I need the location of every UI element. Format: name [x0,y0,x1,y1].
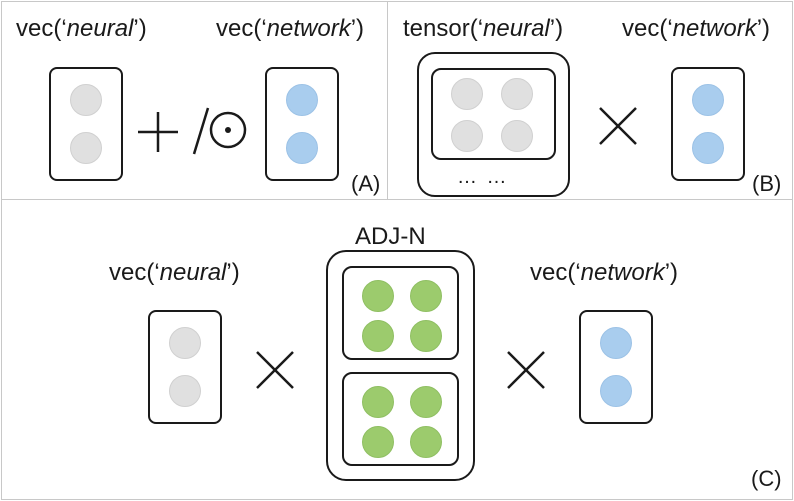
panel-b-tag: (B) [752,171,782,196]
vector-element [692,132,724,164]
panel-a-tag: (A) [351,171,381,196]
panel-c-left-label: vec(‘neural’) [109,259,240,286]
tensor-element [451,78,483,110]
times-operator [599,107,637,145]
tensor-element [362,426,394,458]
panel-b-neural-tensor: … … [417,52,570,197]
vector-element [286,132,318,164]
tensor-slice [342,266,459,360]
panel-b-network-vector [671,67,745,181]
panel-a-left-label: vec(‘neural’) [16,15,147,42]
vector-element [286,84,318,116]
adj-n-tensor [326,250,475,481]
tensor-element [362,280,394,312]
panel-a-neural-vector [49,67,123,181]
panel-b-right-label: vec(‘network’) [622,15,771,42]
vector-element [70,84,102,116]
times-operator [256,351,294,389]
tensor-slice [431,68,556,160]
tensor-element [451,120,483,152]
tensor-element [410,280,442,312]
tensor-element [410,320,442,352]
tensor-slice [342,372,459,466]
times-operator [507,351,545,389]
tensor-element [362,386,394,418]
vector-element [169,327,201,359]
panel-c-neural-vector [148,310,222,424]
panel-c-right-label: vec(‘network’) [530,259,679,286]
panel-a-right-label: vec(‘network’) [216,15,365,42]
panel-c: ADJ-N vec(‘neural’) vec(‘network’) [1,199,793,500]
more-slices-ellipsis: … … [457,166,509,188]
panel-c-tag: (C) [751,466,782,491]
panel-a: vec(‘neural’) vec(‘network’) (A) [1,1,388,200]
tensor-element [501,78,533,110]
vector-element [600,375,632,407]
panel-c-center-label: ADJ-N [355,223,426,250]
vector-element [600,327,632,359]
tensor-element [410,386,442,418]
panel-c-network-vector [579,310,653,424]
panel-b: tensor(‘neural’) vec(‘network’) … … (B) [387,1,793,200]
vector-element [692,84,724,116]
tensor-element [501,120,533,152]
plus-or-hadamard-operator [138,107,247,155]
tensor-element [410,426,442,458]
tensor-element [362,320,394,352]
vector-element [169,375,201,407]
panel-b-left-label: tensor(‘neural’) [403,15,564,42]
vector-element [70,132,102,164]
panel-a-network-vector [265,67,339,181]
